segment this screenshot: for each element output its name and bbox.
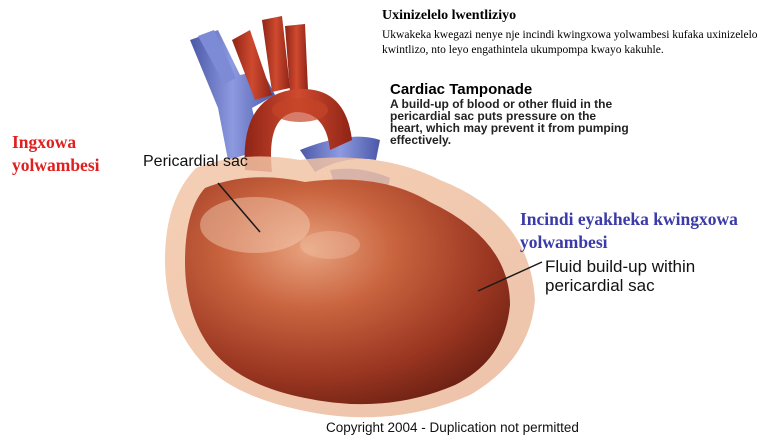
label-sac-english: Pericardial sac xyxy=(143,152,283,171)
label-sac-xhosa: Ingxowa yolwambesi xyxy=(12,131,147,177)
xhosa-description: Ukwakeka kwegazi nenye nje incindi kwing… xyxy=(382,28,762,58)
label-fluid-english: Fluid build-up within pericardial sac xyxy=(545,257,765,295)
english-title: Cardiac Tamponade xyxy=(390,81,532,98)
label-fluid-xhosa: Incindi eyakheka kwingxowa yolwambesi xyxy=(520,208,778,254)
xhosa-title: Uxinizelelo lwentliziyo xyxy=(382,8,516,24)
english-description: A build-up of blood or other fluid in th… xyxy=(390,98,630,146)
copyright-notice: Copyright 2004 - Duplication not permitt… xyxy=(326,420,579,435)
